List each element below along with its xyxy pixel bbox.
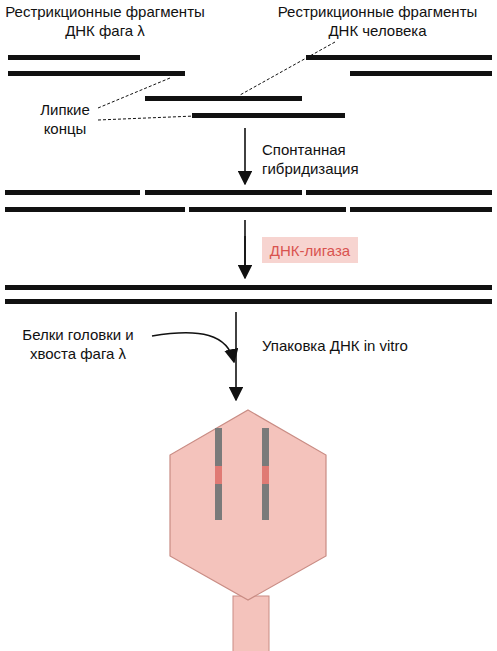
human-strand	[306, 55, 492, 60]
dna-segment	[215, 428, 222, 472]
phage-tail	[233, 596, 269, 651]
dna-insert	[262, 466, 269, 484]
process-arrow	[244, 236, 246, 278]
strand	[5, 190, 140, 195]
human-strand	[350, 71, 492, 76]
dna-segment	[262, 480, 269, 520]
strand	[5, 207, 185, 212]
leader-line	[98, 78, 170, 108]
process-arrow	[244, 128, 246, 184]
dna-insert	[215, 466, 222, 484]
text-label: Рестрикционные фрагменты ДНК фага λ	[0, 2, 210, 40]
phage-head	[170, 410, 326, 600]
box-text: ДНК-лигаза	[270, 242, 350, 259]
strand	[350, 207, 492, 212]
ligated-strand	[5, 299, 492, 304]
leader-line	[240, 42, 335, 95]
human-strand	[145, 96, 302, 101]
phage-particle	[170, 410, 326, 651]
dna-segment	[262, 428, 269, 472]
dna-segment	[215, 480, 222, 520]
dna-fragments	[5, 55, 492, 304]
strand	[189, 207, 346, 212]
text-label: Спонтанная гибридизация	[262, 140, 412, 178]
process-box: ДНК-лигаза	[262, 237, 358, 263]
text-label: Белки головки и хвоста фага λ	[2, 325, 154, 363]
ligated-strand	[5, 285, 492, 290]
text-label: Рестрикционные фрагменты ДНК человека	[270, 2, 485, 40]
text-label: Упаковка ДНК in vitro	[262, 336, 482, 355]
strand	[145, 190, 302, 195]
leader-lines	[98, 42, 335, 120]
phage-strand	[8, 71, 185, 76]
process-arrows	[152, 128, 245, 400]
text-label: Липкие концы	[26, 100, 104, 138]
curved-arrow	[152, 333, 234, 362]
process-arrow	[235, 312, 237, 400]
phage-strand	[8, 55, 140, 60]
human-strand	[192, 113, 345, 118]
strand	[306, 190, 492, 195]
leader-line	[98, 116, 195, 120]
